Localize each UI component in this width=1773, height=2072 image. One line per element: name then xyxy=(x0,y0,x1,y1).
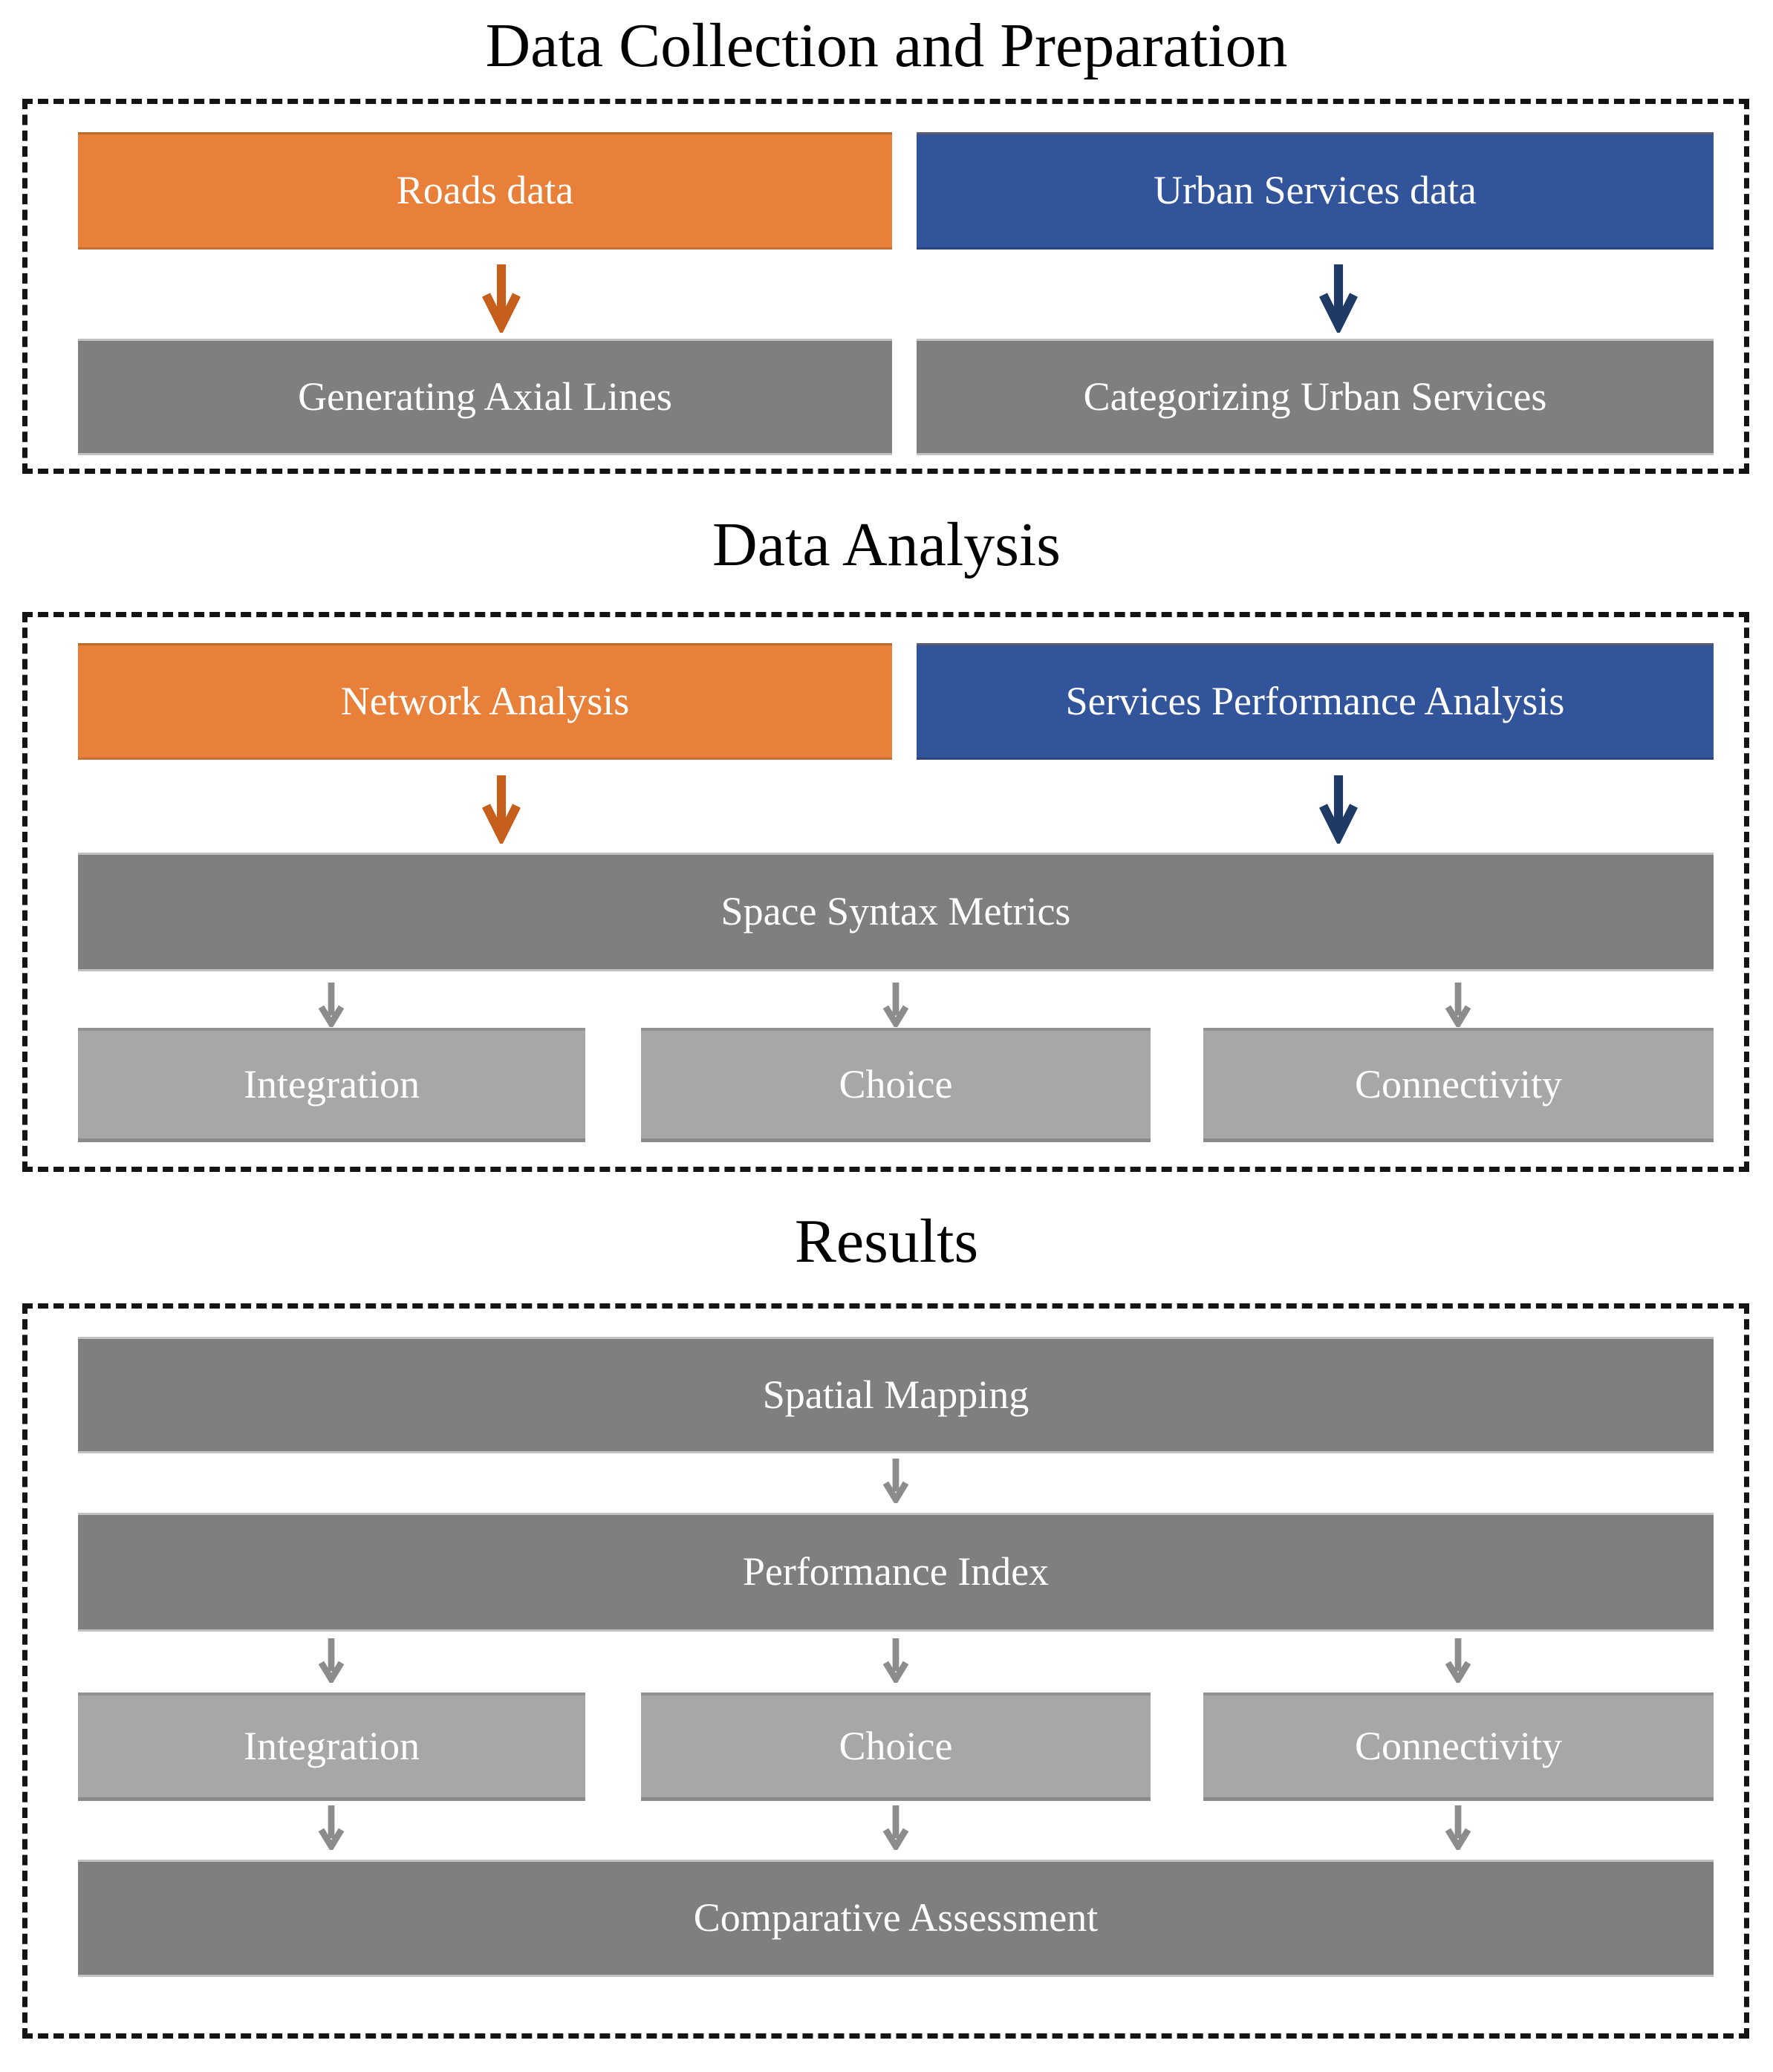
spatial-mapping-label: Spatial Mapping xyxy=(762,1372,1029,1417)
collection-panel: Roads data Urban Services data Generatin… xyxy=(22,99,1749,474)
urban-services-data-box: Urban Services data xyxy=(917,132,1714,250)
analysis-connectivity-label: Connectivity xyxy=(1355,1061,1562,1107)
results-panel: Spatial Mapping Performance Index Integr… xyxy=(22,1303,1749,2039)
performance-connectivity-arrow-icon xyxy=(1442,1637,1474,1687)
performance-choice-arrow-icon xyxy=(879,1637,912,1687)
comparative-assessment-label: Comparative Assessment xyxy=(693,1895,1099,1941)
spatial-performance-arrow-icon xyxy=(879,1457,912,1507)
space-syntax-metrics-box: Space Syntax Metrics xyxy=(78,853,1714,971)
results-connectivity-label: Connectivity xyxy=(1355,1723,1562,1768)
performance-integration-arrow-icon xyxy=(315,1637,348,1687)
section-title-analysis: Data Analysis xyxy=(712,510,1061,579)
results-integration-label: Integration xyxy=(244,1723,420,1768)
section-title-results: Results xyxy=(794,1207,979,1276)
connectivity-comparative-arrow-icon xyxy=(1442,1804,1474,1854)
choice-comparative-arrow-icon xyxy=(879,1804,912,1854)
generating-axial-lines-label: Generating Axial Lines xyxy=(298,374,672,419)
urban-services-data-label: Urban Services data xyxy=(1154,168,1477,213)
analysis-integration-box: Integration xyxy=(78,1028,585,1142)
metrics-integration-arrow-icon xyxy=(315,981,348,1031)
analysis-integration-label: Integration xyxy=(244,1061,420,1107)
performance-index-box: Performance Index xyxy=(78,1513,1714,1632)
analysis-choice-label: Choice xyxy=(839,1061,953,1107)
analysis-panel: Network Analysis Services Performance An… xyxy=(22,612,1749,1172)
results-connectivity-box: Connectivity xyxy=(1203,1693,1714,1801)
generating-axial-lines-box: Generating Axial Lines xyxy=(78,339,892,455)
space-syntax-metrics-label: Space Syntax Metrics xyxy=(720,889,1071,934)
roads-data-box: Roads data xyxy=(78,132,892,250)
metrics-connectivity-arrow-icon xyxy=(1442,981,1474,1031)
spatial-mapping-box: Spatial Mapping xyxy=(78,1337,1714,1453)
comparative-assessment-box: Comparative Assessment xyxy=(78,1860,1714,1977)
roads-data-label: Roads data xyxy=(396,168,574,213)
results-choice-box: Choice xyxy=(641,1693,1151,1801)
analysis-connectivity-box: Connectivity xyxy=(1203,1028,1714,1142)
section-title-collection: Data Collection and Preparation xyxy=(485,11,1288,80)
results-choice-label: Choice xyxy=(839,1723,953,1768)
integration-comparative-arrow-icon xyxy=(315,1804,348,1854)
network-analysis-label: Network Analysis xyxy=(340,678,630,723)
network-down-arrow-icon xyxy=(481,769,522,847)
results-integration-box: Integration xyxy=(78,1693,585,1801)
services-performance-analysis-box: Services Performance Analysis xyxy=(917,643,1714,760)
categorizing-urban-services-label: Categorizing Urban Services xyxy=(1083,374,1547,419)
services-down-arrow-icon xyxy=(1318,769,1359,847)
categorizing-urban-services-box: Categorizing Urban Services xyxy=(917,339,1714,455)
performance-index-label: Performance Index xyxy=(742,1549,1050,1594)
analysis-choice-box: Choice xyxy=(641,1028,1151,1142)
roads-down-arrow-icon xyxy=(481,258,522,336)
metrics-choice-arrow-icon xyxy=(879,981,912,1031)
urban-down-arrow-icon xyxy=(1318,258,1359,336)
services-performance-analysis-label: Services Performance Analysis xyxy=(1065,678,1565,723)
network-analysis-box: Network Analysis xyxy=(78,643,892,760)
